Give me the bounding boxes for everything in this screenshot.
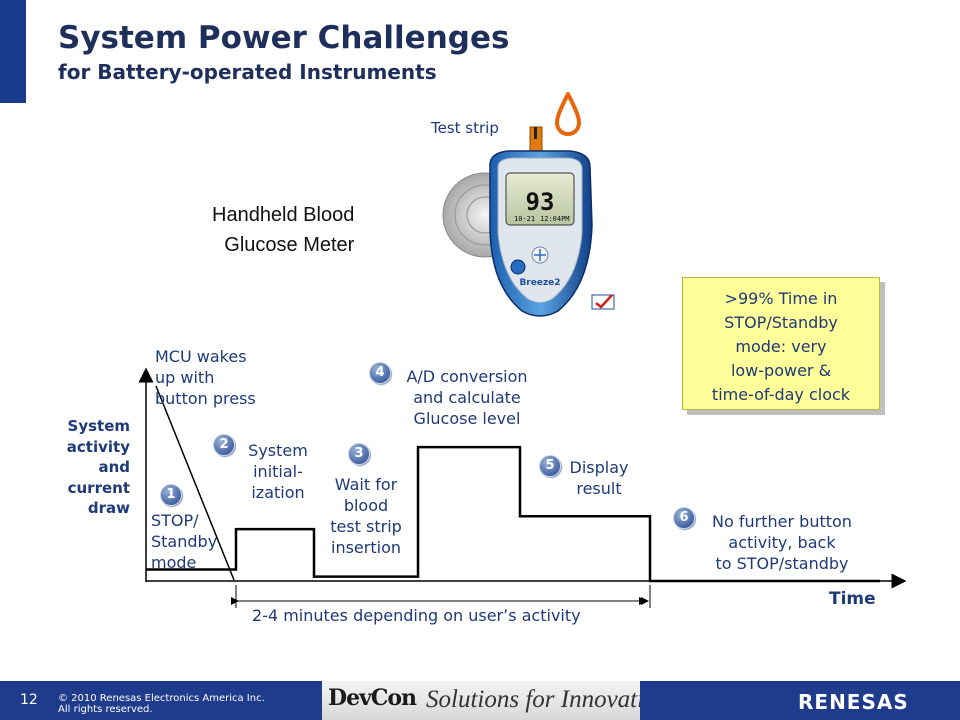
stage-4-line: Glucose level: [413, 409, 521, 428]
stage-5-label: Display result: [560, 457, 638, 499]
mcu-pointer-line: [155, 385, 235, 581]
copyright-notice: © 2010 Renesas Electronics America Inc. …: [58, 693, 265, 715]
meter-time: 12:04PM: [540, 215, 570, 223]
stage-5-line: Display: [569, 458, 629, 477]
footer-left-panel: 12 © 2010 Renesas Electronics America In…: [0, 681, 322, 720]
stage-6-line: to STOP/standby: [715, 554, 849, 573]
power-trace-line: [146, 445, 880, 583]
slide-subtitle: for Battery-operated Instruments: [58, 60, 437, 84]
callout-line: >99% Time in: [724, 289, 838, 308]
stage-3-line: blood: [343, 496, 389, 515]
devcon-logo: DevCon: [328, 685, 417, 711]
x-axis-label: Time: [829, 589, 876, 609]
stage-6-label: No further button activity, back to STOP…: [694, 511, 870, 574]
footer-tagline: Solutions for Innovation: [426, 686, 670, 713]
duration-label: 2-4 minutes depending on user’s activity: [252, 606, 581, 625]
meter-brand: Breeze2: [519, 278, 560, 288]
stage-1-line: STOP/: [151, 511, 199, 530]
meter-lcd: [505, 172, 575, 226]
y-axis-label-line: and: [98, 458, 130, 476]
meter-power-button: [510, 259, 526, 275]
stage-4-badge: 4: [369, 362, 391, 384]
device-name: Handheld Blood Glucose Meter: [212, 200, 354, 260]
stage-3-line: insertion: [331, 538, 401, 557]
footer-bar: 12 © 2010 Renesas Electronics America In…: [0, 681, 960, 720]
meter-date: 10-21: [514, 215, 535, 223]
left-accent-bar: [0, 0, 26, 103]
footer-middle-panel: DevCon Solutions for Innovation: [322, 681, 669, 720]
copyright-line: All rights reserved.: [58, 704, 153, 715]
stage-5-line: result: [576, 479, 622, 498]
stage-2-label: System initial- ization: [238, 440, 318, 503]
blood-drop-icon: [555, 92, 581, 136]
stage-2-line: ization: [251, 483, 305, 502]
stage-2-badge: 2: [213, 434, 235, 456]
renesas-logo: RENESAS: [798, 690, 909, 714]
stage-3-line: Wait for: [334, 475, 398, 494]
callout-line: mode: very: [735, 337, 827, 356]
stage-6-line: No further button: [712, 512, 852, 531]
device-name-line-1: Handheld Blood: [212, 204, 355, 226]
device-name-line-2: Glucose Meter: [224, 234, 355, 256]
power-profile-diagram: [138, 367, 907, 608]
stage-1-line: Standby: [151, 532, 218, 551]
mcu-wake-line: up with: [155, 368, 215, 387]
callout-line: low-power &: [730, 361, 832, 380]
y-axis-label-line: activity: [66, 437, 130, 456]
page-number: 12: [20, 692, 38, 708]
glucose-meter-image: 93 10-21 12:04PM Breeze2: [442, 126, 615, 317]
mcu-wake-label: MCU wakes up with button press: [155, 346, 256, 409]
y-axis-label: System activity and current draw: [40, 416, 130, 519]
mcu-wake-line: button press: [155, 389, 256, 408]
stage-6-line: activity, back: [728, 533, 836, 552]
stage-3-label: Wait for blood test strip insertion: [318, 474, 414, 558]
stage-1-label: STOP/ Standby mode: [151, 510, 217, 573]
y-axis-label-line: draw: [87, 499, 130, 517]
footer-right-panel: RENESAS: [640, 681, 960, 720]
y-axis-label-line: current: [67, 478, 130, 497]
stage-4-label: A/D conversion and calculate Glucose lev…: [388, 366, 546, 429]
slide-title: System Power Challenges: [58, 20, 510, 56]
stage-6-badge: 6: [673, 507, 695, 529]
copyright-line: © 2010 Renesas Electronics America Inc.: [58, 693, 265, 704]
stage-4-line: and calculate: [413, 388, 521, 407]
stage-5-badge: 5: [539, 455, 561, 477]
callout-line: time-of-day clock: [711, 385, 851, 404]
stage-3-line: test strip: [330, 517, 402, 536]
test-strip-label: Test strip: [431, 119, 499, 137]
callout-line: STOP/Standby: [724, 313, 838, 332]
stage-2-line: initial-: [253, 462, 303, 481]
stage-1-badge: 1: [160, 484, 182, 506]
y-axis-label-line: System: [67, 417, 130, 435]
stage-3-badge: 3: [348, 443, 370, 465]
meter-reading: 93: [526, 188, 555, 216]
mcu-wake-line: MCU wakes: [155, 347, 247, 366]
standby-callout: >99% Time in STOP/Standby mode: very low…: [682, 277, 880, 410]
stage-4-line: A/D conversion: [406, 367, 528, 386]
stage-2-line: System: [248, 441, 308, 460]
stage-1-line: mode: [151, 553, 197, 572]
